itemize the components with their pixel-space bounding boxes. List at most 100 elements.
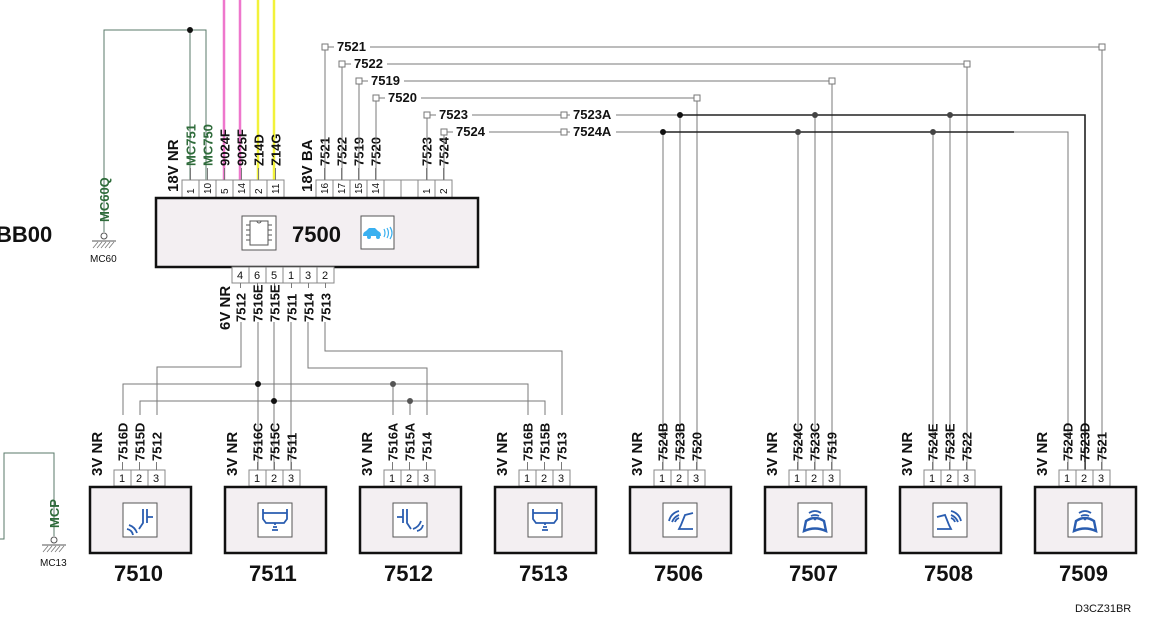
connector-label: 3V NR	[629, 432, 646, 476]
pin-number: 10	[203, 182, 214, 194]
pin-number: 3	[153, 473, 159, 485]
rear-left-sensor-icon	[126, 509, 153, 536]
wire-label: 7514	[420, 431, 435, 461]
pin-number: 4	[237, 270, 243, 282]
ground-name: MC13	[40, 558, 67, 569]
pin-number: 2	[439, 188, 450, 194]
front-center-sensor-icon	[802, 510, 828, 534]
bus-label: 7519	[371, 73, 400, 88]
wire-label: 7523D	[1078, 423, 1093, 461]
rear-center-sensor-icon	[532, 509, 558, 531]
sensor-id: 7510	[114, 561, 163, 586]
ground-wire-label: MC60Q	[97, 177, 112, 222]
pin-number: 2	[136, 473, 142, 485]
pin-number: 1	[929, 473, 935, 485]
pin-number: 1	[288, 270, 294, 282]
front-center-sensor-icon	[1072, 510, 1098, 534]
pin-number: 11	[271, 183, 282, 194]
module-id: 7500	[292, 222, 341, 247]
bus-label: 7524	[456, 124, 486, 139]
wire-label: 7516E	[251, 284, 266, 322]
wire-label: 7515B	[538, 423, 553, 461]
wire-label: 9024F	[218, 129, 233, 166]
ground-name: MC60	[90, 254, 117, 265]
front-right-sensor-icon	[936, 510, 962, 530]
bus-label: 7521	[337, 39, 366, 54]
pin-number: 2	[676, 473, 682, 485]
wire-label: 7522	[960, 432, 975, 461]
wire-label: 7514	[302, 292, 317, 322]
wire-label: 7523C	[808, 422, 823, 461]
sensor-id: 7508	[924, 561, 973, 586]
wire-label: 7524D	[1061, 423, 1076, 461]
junction-dot	[187, 27, 193, 33]
pin-number: 1	[1064, 473, 1070, 485]
wire-label: 7516C	[251, 422, 266, 461]
wire-label: 7515C	[268, 422, 283, 461]
pin-number: 2	[946, 473, 952, 485]
rear-wiring	[122, 322, 563, 470]
bus-label: 7523	[439, 107, 468, 122]
rear-center-sensor-icon	[262, 509, 288, 531]
connector-label: 3V NR	[899, 432, 916, 476]
pin-number: 3	[305, 270, 311, 282]
rear-right-sensor-icon	[397, 509, 424, 532]
pin-number: 1	[524, 473, 530, 485]
sensor-id: 7512	[384, 561, 433, 586]
pin-number: 3	[693, 473, 699, 485]
wire-label: MC751	[184, 124, 199, 166]
pin-number: 1	[389, 473, 395, 485]
bus-label: 7522	[354, 56, 383, 71]
pin-number: 2	[322, 270, 328, 282]
wire-label: 7513	[555, 432, 570, 461]
ground-wire-label: MCP	[47, 499, 62, 528]
wire-label: 7515D	[133, 423, 148, 461]
bus-label: 7524A	[573, 124, 612, 139]
bus-label: 7523A	[573, 107, 612, 122]
pin-number: 2	[271, 473, 277, 485]
wire-label: 7524B	[656, 423, 671, 461]
pin-number: 2	[254, 188, 265, 194]
wire-label: 7513	[319, 293, 334, 322]
pin-number: 5	[271, 270, 277, 282]
wire-label: Z14D	[252, 134, 267, 166]
partial-component-label: BB00	[0, 222, 52, 247]
connector-label: 3V NR	[1034, 432, 1051, 476]
wire-label: 7511	[285, 433, 300, 461]
pin-number: 1	[119, 473, 125, 485]
central-module-7500[interactable]: 7500	[154, 196, 480, 269]
sensor-id: 7513	[519, 561, 568, 586]
car-sensor-icon	[360, 215, 395, 250]
pin-number: 6	[254, 270, 260, 282]
bus-wiring	[321, 43, 1106, 470]
wire-label: Z14G	[269, 133, 284, 166]
wire-label: 7519	[825, 432, 840, 461]
pin-number: 3	[1098, 473, 1104, 485]
pin-number: 2	[406, 473, 412, 485]
pin-number: 3	[558, 473, 564, 485]
pin-number: 3	[828, 473, 834, 485]
ground-mc60: MC60Q MC60	[90, 27, 207, 265]
wire-label: 7512	[234, 293, 249, 322]
pin-number: 1	[186, 188, 197, 194]
pin-number: 17	[337, 182, 348, 194]
wire-label: 7523B	[673, 423, 688, 461]
connector-label: 6V NR	[217, 286, 234, 330]
pin-number: 5	[220, 188, 231, 194]
ground-mc13: MCP MC13	[0, 452, 67, 569]
wire-label: 7515A	[403, 422, 418, 461]
sensor-id: 7507	[789, 561, 838, 586]
